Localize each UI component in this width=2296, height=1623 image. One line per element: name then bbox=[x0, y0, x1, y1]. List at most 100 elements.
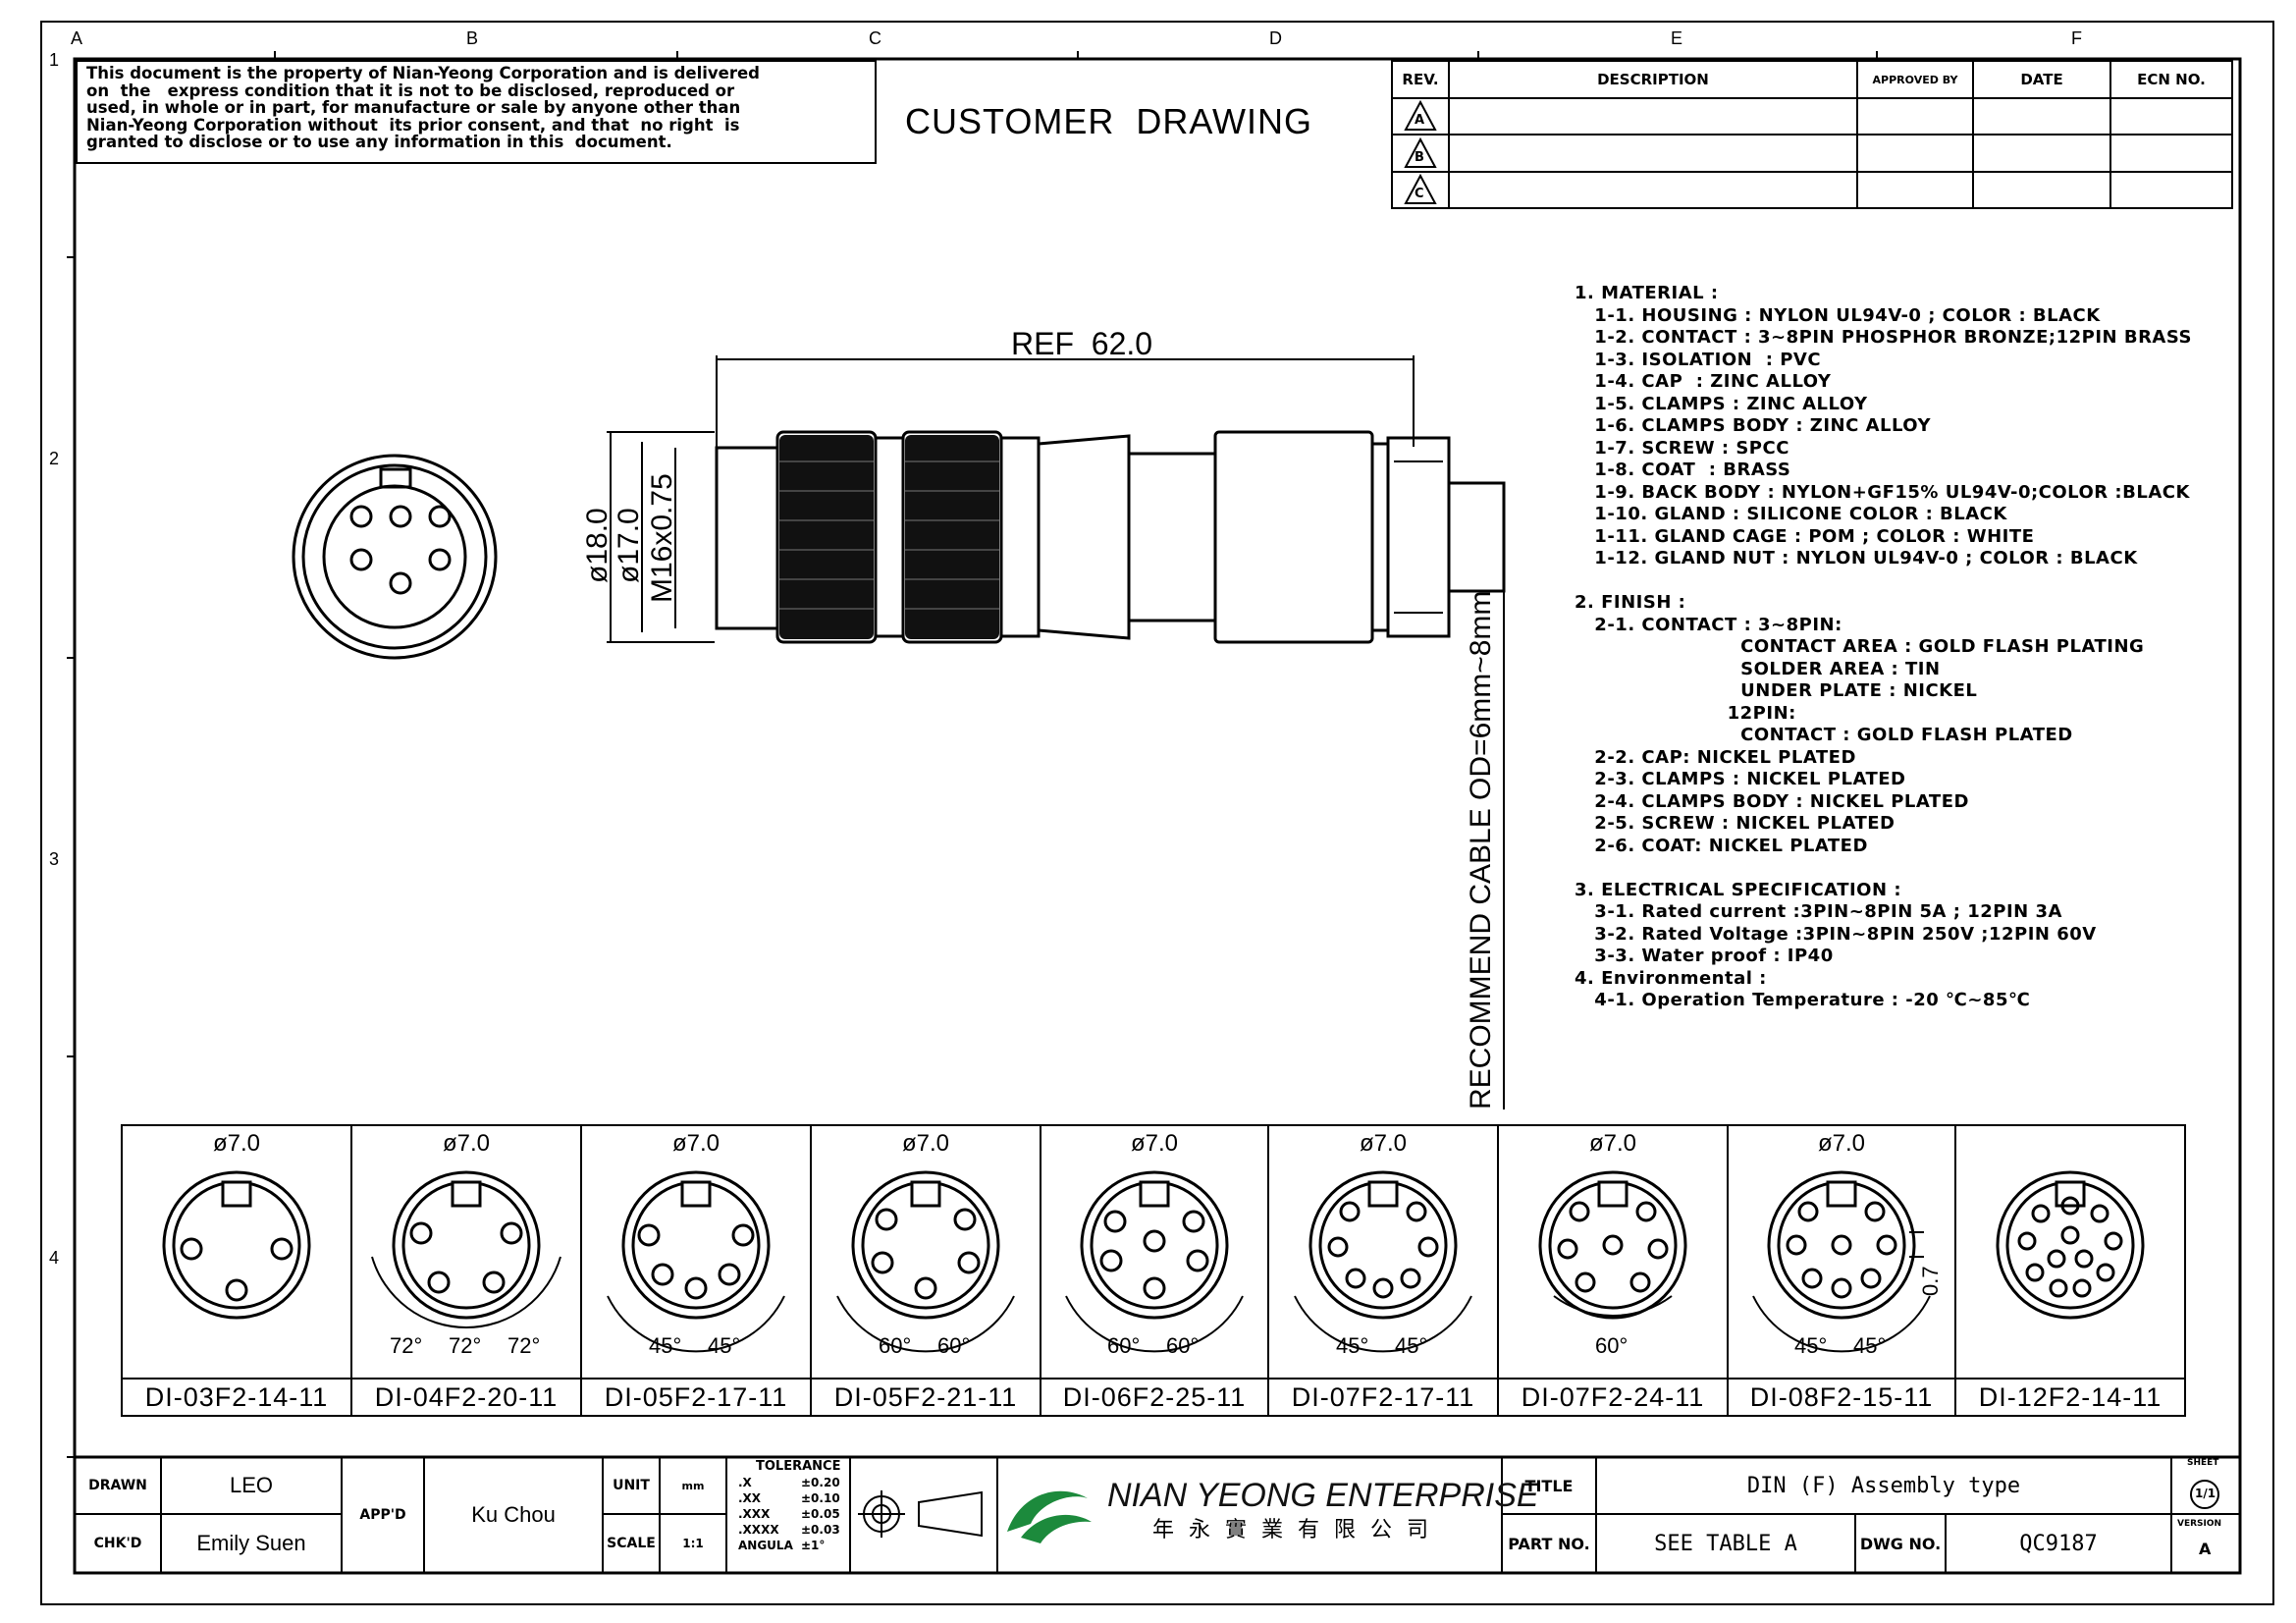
note-line: 2. FINISH : bbox=[1575, 592, 1686, 613]
pin-angle-label: 45° bbox=[649, 1333, 682, 1358]
note-line: 1-6. CLAMPS BODY : ZINC ALLOY bbox=[1575, 415, 1932, 436]
pin-circle-diameter: ø7.0 bbox=[1359, 1130, 1408, 1157]
row-number-4: 4 bbox=[49, 1248, 60, 1268]
title-label: TITLE bbox=[1524, 1476, 1574, 1495]
pin-angle-label: 72° bbox=[449, 1333, 482, 1358]
sheet-label: SHEET bbox=[2187, 1458, 2219, 1468]
inner-diameter-dimension: ø17.0 bbox=[613, 508, 645, 583]
row-number-2: 2 bbox=[49, 449, 60, 468]
approved-header: APPROVED BY bbox=[1872, 73, 1958, 86]
rev-a: A bbox=[1415, 113, 1425, 128]
pin-angle-label: 60° bbox=[1595, 1333, 1629, 1358]
col-letter-d: D bbox=[1269, 28, 1282, 48]
note-line: 1-3. ISOLATION : PVC bbox=[1575, 349, 1822, 370]
pin-circle-diameter: ø7.0 bbox=[1817, 1130, 1866, 1157]
cable-od-note: RECOMMEND CABLE OD=6mm~8mm bbox=[1465, 590, 1497, 1109]
connector-code: DI-05F2-17-11 bbox=[604, 1381, 788, 1412]
connector-code: DI-06F2-25-11 bbox=[1062, 1381, 1247, 1412]
note-line: 4-1. Operation Temperature : -20 ℃~85℃ bbox=[1575, 990, 2031, 1010]
date-header: DATE bbox=[2020, 71, 2063, 88]
note-line: 2-3. CLAMPS : NICKEL PLATED bbox=[1575, 769, 1906, 789]
thread-dimension: M16x0.75 bbox=[646, 473, 678, 603]
note-line: 3-3. Water proof : IP40 bbox=[1575, 946, 1834, 966]
tolerance-value: ±1° bbox=[801, 1539, 826, 1552]
connector-code: DI-03F2-14-11 bbox=[144, 1381, 329, 1412]
note-line: 12PIN: bbox=[1575, 702, 1796, 724]
ref-length-dimension: REF 62.0 bbox=[1011, 326, 1153, 361]
part-label: PART NO. bbox=[1508, 1534, 1590, 1553]
note-line: 2-1. CONTACT : 3~8PIN: bbox=[1575, 614, 1842, 635]
tolerance-title: TOLERANCE bbox=[756, 1459, 841, 1474]
tolerance-key: .X bbox=[738, 1476, 752, 1489]
note-line: 1-7. SCREW : SPCC bbox=[1575, 437, 1789, 459]
note-line: CONTACT AREA : GOLD FLASH PLATING bbox=[1575, 636, 2145, 657]
description-header: DESCRIPTION bbox=[1597, 71, 1709, 88]
rev-header: REV. bbox=[1402, 71, 1439, 88]
note-line: 1-10. GLAND : SILICONE COLOR : BLACK bbox=[1575, 504, 2007, 524]
tolerance-value: ±0.03 bbox=[801, 1523, 840, 1537]
disclaimer-text: This document is the property of Nian-Ye… bbox=[86, 64, 760, 151]
chkd-label: CHK'D bbox=[93, 1536, 142, 1551]
pin-angle-label: 72° bbox=[390, 1333, 423, 1358]
row-number-3: 3 bbox=[49, 849, 60, 869]
drawn-value: LEO bbox=[229, 1473, 274, 1497]
title-value: DIN (F) Assembly type bbox=[1746, 1473, 2021, 1498]
connector-code: DI-05F2-21-11 bbox=[833, 1381, 1018, 1412]
tolerance-key: ANGULA bbox=[738, 1539, 793, 1552]
pin-angle-label: 60° bbox=[1166, 1333, 1200, 1358]
pin-offset-dimension: 0.7 bbox=[1918, 1266, 1943, 1296]
outer-diameter-dimension: ø18.0 bbox=[581, 508, 614, 583]
appd-value: Ku Chou bbox=[471, 1502, 556, 1527]
pin-angle-label: 60° bbox=[879, 1333, 912, 1358]
dwg-label: DWG NO. bbox=[1859, 1534, 1942, 1553]
note-line: 3-2. Rated Voltage :3PIN~8PIN 250V ;12PI… bbox=[1575, 923, 2097, 945]
note-line: 2-5. SCREW : NICKEL PLATED bbox=[1575, 813, 1896, 834]
note-line: 1-11. GLAND CAGE : POM ; COLOR : WHITE bbox=[1575, 525, 2035, 547]
connector-code: DI-04F2-20-11 bbox=[374, 1381, 559, 1412]
col-letter-e: E bbox=[1671, 28, 1683, 48]
col-letter-a: A bbox=[71, 28, 83, 48]
tolerance-key: .XXXX bbox=[738, 1523, 779, 1537]
company-name: NIAN YEONG ENTERPRISE bbox=[1107, 1477, 1539, 1514]
note-line: 1-9. BACK BODY : NYLON+GF15% UL94V-0;COL… bbox=[1575, 481, 2190, 503]
note-line: SOLDER AREA : TIN bbox=[1575, 658, 1941, 679]
connector-code: DI-07F2-24-11 bbox=[1521, 1381, 1705, 1412]
pin-circle-diameter: ø7.0 bbox=[212, 1130, 261, 1157]
drawn-label: DRAWN bbox=[88, 1478, 147, 1493]
ecn-header: ECN NO. bbox=[2137, 71, 2206, 88]
note-line: CONTACT : GOLD FLASH PLATED bbox=[1575, 725, 2073, 745]
pin-circle-diameter: ø7.0 bbox=[1588, 1130, 1637, 1157]
note-line: 3. ELECTRICAL SPECIFICATION : bbox=[1575, 879, 1902, 900]
tolerance-value: ±0.20 bbox=[801, 1476, 840, 1489]
pin-angle-label: 45° bbox=[1794, 1333, 1828, 1358]
pin-circle-diameter: ø7.0 bbox=[901, 1130, 950, 1157]
scale-value: 1:1 bbox=[682, 1537, 704, 1550]
note-line: 1-5. CLAMPS : ZINC ALLOY bbox=[1575, 393, 1868, 414]
version-value: A bbox=[2199, 1540, 2212, 1558]
tolerance-key: .XXX bbox=[738, 1507, 771, 1521]
pin-angle-label: 45° bbox=[1336, 1333, 1369, 1358]
note-line bbox=[1575, 857, 2192, 880]
note-line: 4. Environmental : bbox=[1575, 967, 1767, 989]
material-notes: 1. MATERIAL : 1-1. HOUSING : NYLON UL94V… bbox=[1575, 283, 2192, 1012]
tolerance-key: .XX bbox=[738, 1491, 762, 1505]
pin-angle-label: 45° bbox=[1395, 1333, 1428, 1358]
rev-c: C bbox=[1415, 187, 1424, 201]
appd-label: APP'D bbox=[359, 1507, 406, 1523]
sheet-value: 1/1 bbox=[2195, 1487, 2216, 1500]
note-line: 1-8. COAT : BRASS bbox=[1575, 460, 1791, 480]
note-line: 1. MATERIAL : bbox=[1575, 283, 1719, 303]
note-line: 1-1. HOUSING : NYLON UL94V-0 ; COLOR : B… bbox=[1575, 304, 2101, 326]
note-line: 1-2. CONTACT : 3~8PIN PHOSPHOR BRONZE;12… bbox=[1575, 327, 2192, 348]
company-name-cn: 年 永 實 業 有 限 公 司 bbox=[1152, 1518, 1432, 1542]
version-label: VERSION bbox=[2177, 1519, 2222, 1529]
note-line: 1-12. GLAND NUT : NYLON UL94V-0 ; COLOR … bbox=[1575, 548, 2138, 568]
connector-code: DI-08F2-15-11 bbox=[1749, 1381, 1934, 1412]
pin-angle-label: 45° bbox=[1853, 1333, 1887, 1358]
pin-angle-label: 60° bbox=[1107, 1333, 1141, 1358]
dwg-value: QC9187 bbox=[2019, 1531, 2098, 1556]
col-letter-b: B bbox=[466, 28, 479, 48]
connector-code: DI-07F2-17-11 bbox=[1291, 1381, 1475, 1412]
unit-value: mm bbox=[681, 1479, 705, 1492]
